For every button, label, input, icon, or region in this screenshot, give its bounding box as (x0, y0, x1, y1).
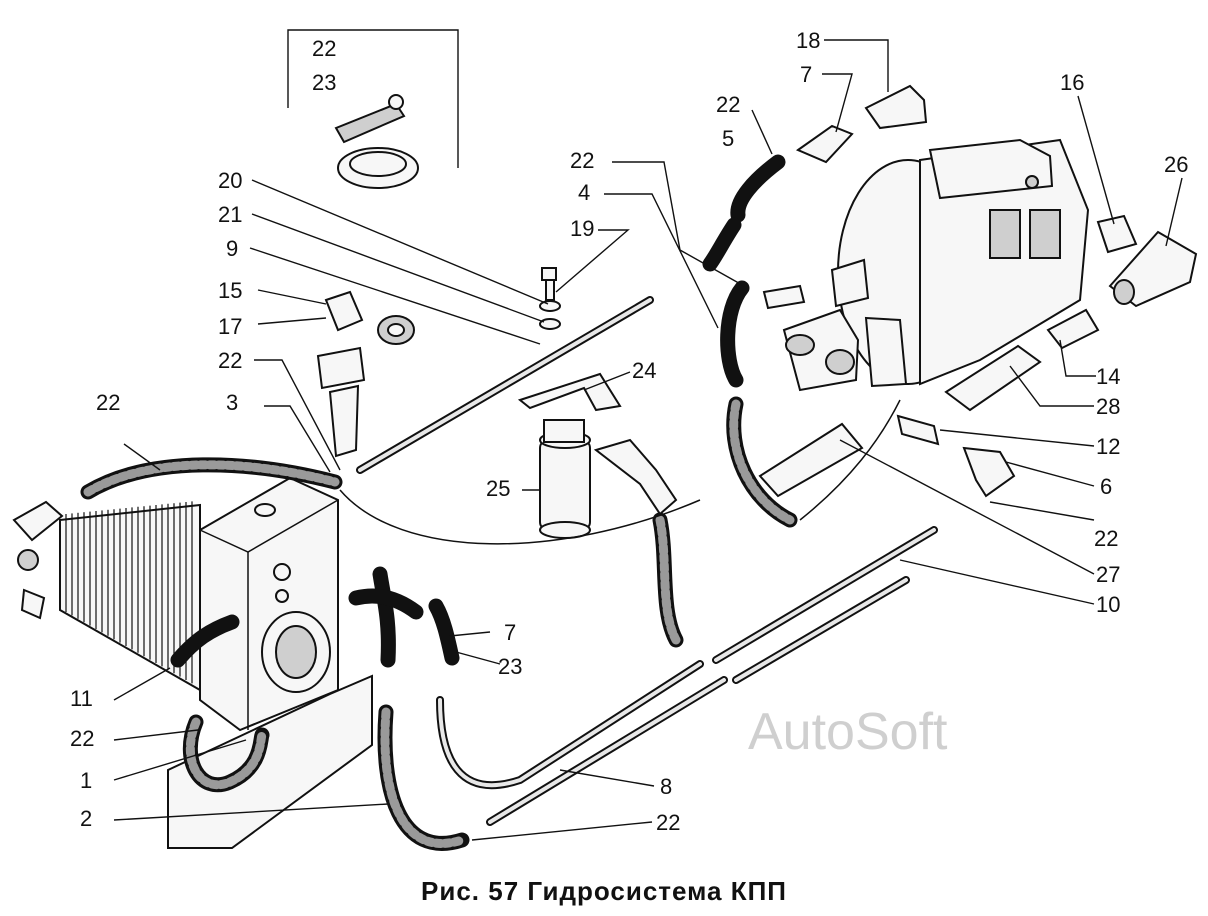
bolt-19-washers (539, 267, 561, 330)
hose-3 (80, 457, 343, 500)
callout-22-top: 22 (716, 92, 740, 117)
callout-17: 17 (218, 314, 242, 339)
callout-14: 14 (1096, 364, 1120, 389)
filter-fitting-stack (316, 290, 415, 458)
callout-24: 24 (632, 358, 656, 383)
callout-2: 2 (80, 806, 92, 831)
fitting-7-top (795, 124, 854, 164)
callout-6: 6 (1100, 474, 1112, 499)
gearbox-housing (167, 476, 373, 849)
callout-22-bottom: 22 (656, 810, 680, 835)
callout-22-mid: 22 (570, 148, 594, 173)
figure-caption: Рис. 57 Гидросистема КПП (421, 876, 787, 906)
callout-1: 1 (80, 768, 92, 793)
callout-8: 8 (660, 774, 672, 799)
callout-27: 27 (1096, 562, 1120, 587)
callout-22-bottom-left: 22 (70, 726, 94, 751)
callout-5: 5 (722, 126, 734, 151)
distributor-housing (782, 138, 1090, 392)
callout-3: 3 (226, 390, 238, 415)
callout-11: 11 (70, 686, 93, 711)
banjo-fitting-17 (324, 290, 364, 332)
tube-9 (356, 296, 654, 474)
hose-7-23 (348, 566, 460, 668)
callout-28: 28 (1096, 394, 1120, 419)
callout-20: 20 (218, 168, 242, 193)
callout-labels: 20 21 9 15 17 22 22 3 19 22 4 24 25 18 7… (70, 28, 1188, 835)
part-12 (896, 414, 940, 446)
callout-22-left: 22 (218, 348, 242, 373)
oil-cooler (12, 500, 201, 692)
cooler-fitting-top (12, 500, 64, 542)
callout-inset-23: 23 (312, 70, 336, 95)
callout-15: 15 (218, 278, 242, 303)
filter-25 (517, 372, 684, 648)
callout-10: 10 (1096, 592, 1120, 617)
hose-2 (377, 704, 470, 851)
callout-23-mid: 23 (498, 654, 522, 679)
callout-inset-22: 22 (312, 36, 336, 61)
clamp-screw (334, 102, 406, 144)
inset-clamp-detail: 22 23 (287, 29, 459, 189)
part-26 (1108, 230, 1198, 308)
callout-21: 21 (218, 202, 242, 227)
callout-22-hose: 22 (96, 390, 120, 415)
watermark: AutoSoft (748, 703, 948, 761)
callout-19: 19 (570, 216, 594, 241)
part-27 (758, 422, 864, 498)
tee-18 (864, 84, 928, 130)
part-16 (1096, 214, 1138, 254)
hose-5 (702, 84, 928, 272)
callout-9: 9 (226, 236, 238, 261)
callout-7-mid: 7 (504, 620, 516, 645)
callout-25: 25 (486, 476, 510, 501)
callout-26: 26 (1164, 152, 1188, 177)
filter-outlet-fitting (593, 438, 678, 516)
hose-1 (182, 714, 270, 793)
leader-lines (113, 39, 1183, 841)
cooler-fitting-bottom (20, 588, 46, 620)
part-6 (962, 446, 1016, 498)
callout-4: 4 (578, 180, 590, 205)
tube-8 (436, 660, 728, 826)
callout-16: 16 (1060, 70, 1084, 95)
hose-4 (720, 280, 806, 528)
bracket-24 (517, 372, 622, 412)
part-28 (944, 344, 1042, 412)
washer-21 (539, 318, 561, 330)
housing-plug (254, 503, 276, 517)
hose-11 (170, 614, 240, 668)
callout-12: 12 (1096, 434, 1120, 459)
callout-22-right: 22 (1094, 526, 1118, 551)
tube-10 (712, 526, 938, 684)
callout-7-top: 7 (800, 62, 812, 87)
callout-18: 18 (796, 28, 820, 53)
union-nut (316, 346, 366, 390)
part-14 (1046, 308, 1100, 350)
